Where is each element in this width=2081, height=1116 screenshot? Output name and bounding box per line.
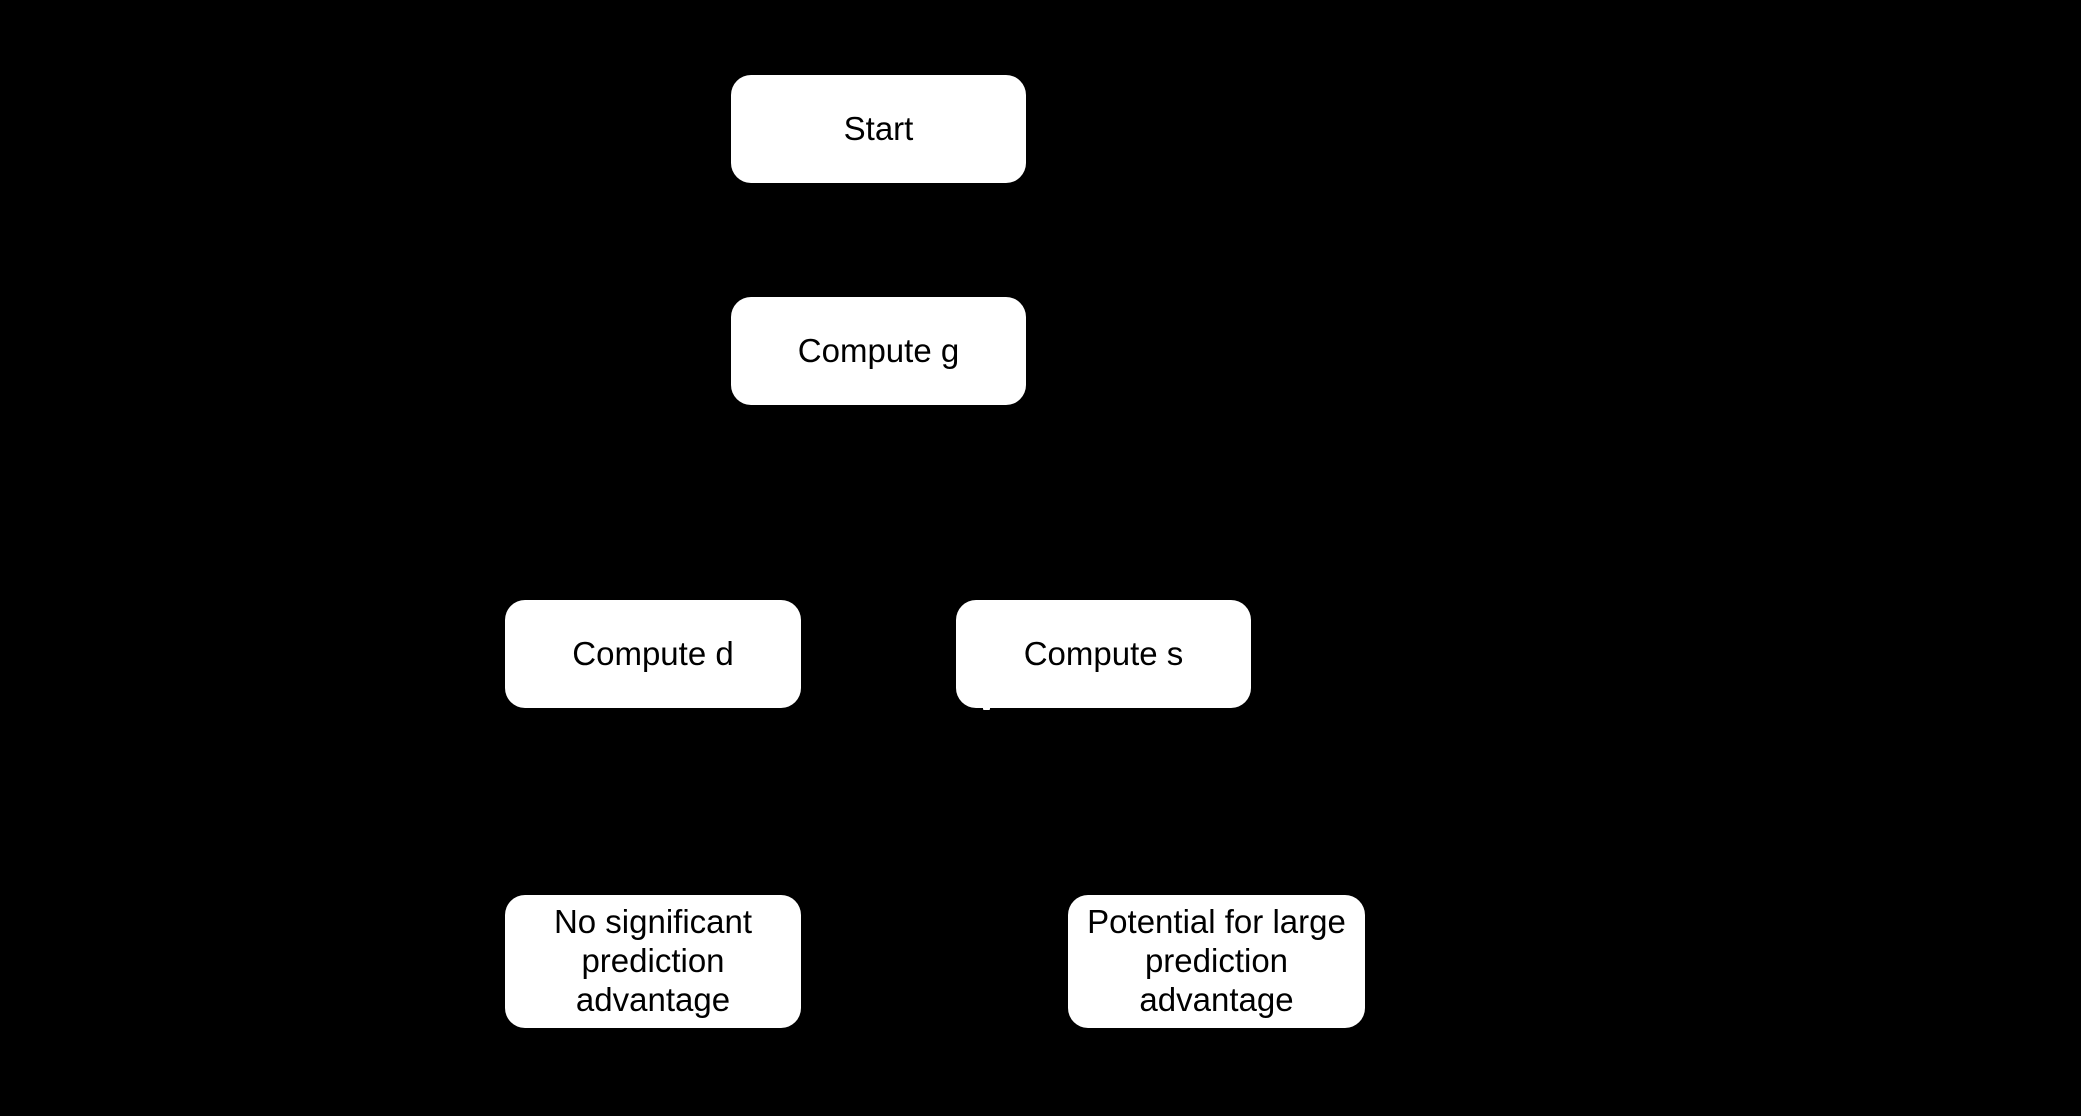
arrowhead-compute-d xyxy=(645,584,661,600)
arrowhead-compute-g xyxy=(870,281,886,297)
node-label-compute-g: Compute g xyxy=(797,331,960,369)
flowchart-node-potential-for-large-prediction-advantage[interactable]: Potential for large prediction advantage xyxy=(1068,895,1365,1028)
arrowhead-large-advantage xyxy=(1208,879,1224,895)
edge-compute-s-to-large-advantage xyxy=(1101,706,1218,895)
arrowhead-compute-s xyxy=(1095,584,1111,600)
flowchart-node-compute-d[interactable]: Compute d xyxy=(505,600,801,708)
edge-compute-g-to-compute-s xyxy=(876,405,1105,600)
edge-label-fragment-compute-s xyxy=(983,703,990,710)
arrowhead-no-advantage xyxy=(645,879,661,895)
node-label-compute-s: Compute s xyxy=(1023,634,1184,672)
edge-compute-g-to-compute-d xyxy=(651,405,880,600)
node-label-compute-d: Compute d xyxy=(572,634,734,672)
flowchart-node-start[interactable]: Start xyxy=(731,75,1026,183)
flowchart-node-compute-s[interactable]: Compute s xyxy=(956,600,1251,708)
node-label-start: Start xyxy=(843,109,914,147)
flowchart-node-compute-g[interactable]: Compute g xyxy=(731,297,1026,405)
node-label-potential-for-large-prediction-advantage: Potential for large prediction advantage xyxy=(1087,903,1346,1018)
flowchart-node-no-significant-prediction-advantage[interactable]: No significant prediction advantage xyxy=(505,895,801,1028)
node-label-no-significant-prediction-advantage: No significant prediction advantage xyxy=(553,903,753,1018)
